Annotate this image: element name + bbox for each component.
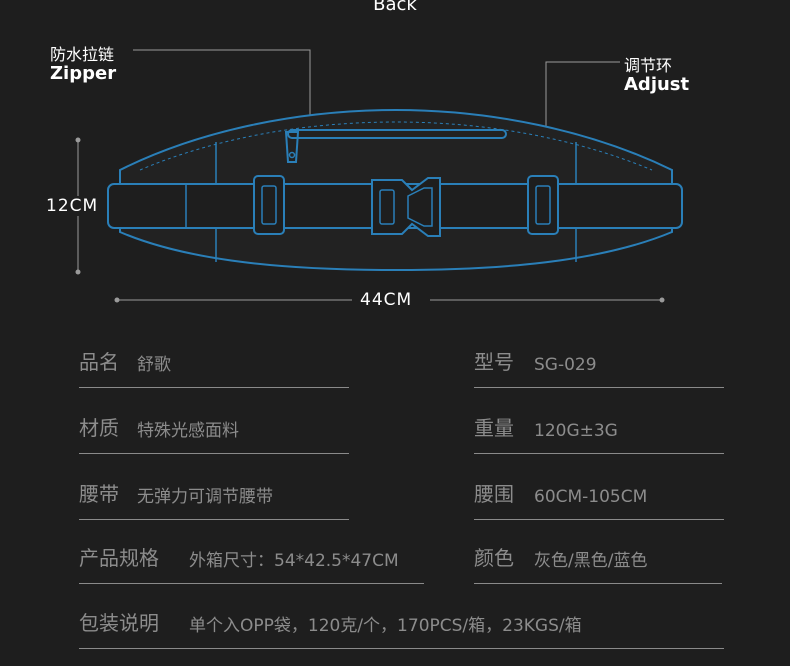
zipper-callout-line xyxy=(133,49,311,130)
spec-value: 120G±3G xyxy=(534,421,618,441)
spec-value: 舒歌 xyxy=(137,355,171,375)
spec-key: 包装说明 xyxy=(79,611,159,635)
spec-value: 单个入OPP袋，120克/个，170PCS/箱，23KGS/箱 xyxy=(189,616,582,636)
spec-row-model: 型号 SG-029 xyxy=(474,350,724,388)
spec-key: 腰围 xyxy=(474,482,514,506)
spec-key: 材质 xyxy=(79,416,119,440)
height-dimension-label: 12CM xyxy=(46,196,99,216)
buckle-icon xyxy=(371,177,441,237)
spec-key: 腰带 xyxy=(79,482,119,506)
spec-row-packaging: 包装说明 单个入OPP袋，120克/个，170PCS/箱，23KGS/箱 xyxy=(79,611,724,649)
spec-value: 无弹力可调节腰带 xyxy=(137,487,273,507)
zipper-track xyxy=(287,129,507,139)
width-dimension-label: 44CM xyxy=(360,290,413,310)
spec-row-waist: 腰围 60CM-105CM xyxy=(474,482,724,520)
zipper-pull-icon xyxy=(284,131,300,163)
spec-row-belt: 腰带 无弹力可调节腰带 xyxy=(79,482,349,520)
spec-value: 60CM-105CM xyxy=(534,487,648,507)
spec-key: 型号 xyxy=(474,350,514,374)
view-title: Back xyxy=(373,0,417,15)
right-adjuster-icon xyxy=(527,175,559,235)
waist-bag-diagram xyxy=(75,49,683,303)
adjust-label-en: Adjust xyxy=(624,74,690,95)
adjust-label-cn: 调节环 xyxy=(624,56,673,75)
spec-key: 品名 xyxy=(79,350,119,374)
spec-key: 重量 xyxy=(474,416,514,440)
spec-row-color: 颜色 灰色/黑色/蓝色 xyxy=(474,546,722,584)
spec-row-weight: 重量 120G±3G xyxy=(474,416,724,454)
zipper-label-en: Zipper xyxy=(50,63,117,84)
spec-value: 特殊光感面料 xyxy=(137,421,239,441)
spec-key: 颜色 xyxy=(474,546,514,570)
zipper-label-cn: 防水拉链 xyxy=(50,45,115,64)
spec-row-size: 产品规格 外箱尺寸：54*42.5*47CM xyxy=(79,546,424,584)
spec-value: 灰色/黑色/蓝色 xyxy=(534,551,648,571)
spec-value: SG-029 xyxy=(534,355,597,375)
spec-row-name: 品名 舒歌 xyxy=(79,350,349,388)
spec-key: 产品规格 xyxy=(79,546,159,570)
left-adjuster-icon xyxy=(253,175,285,235)
spec-row-material: 材质 特殊光感面料 xyxy=(79,416,349,454)
spec-value: 外箱尺寸：54*42.5*47CM xyxy=(189,551,399,571)
